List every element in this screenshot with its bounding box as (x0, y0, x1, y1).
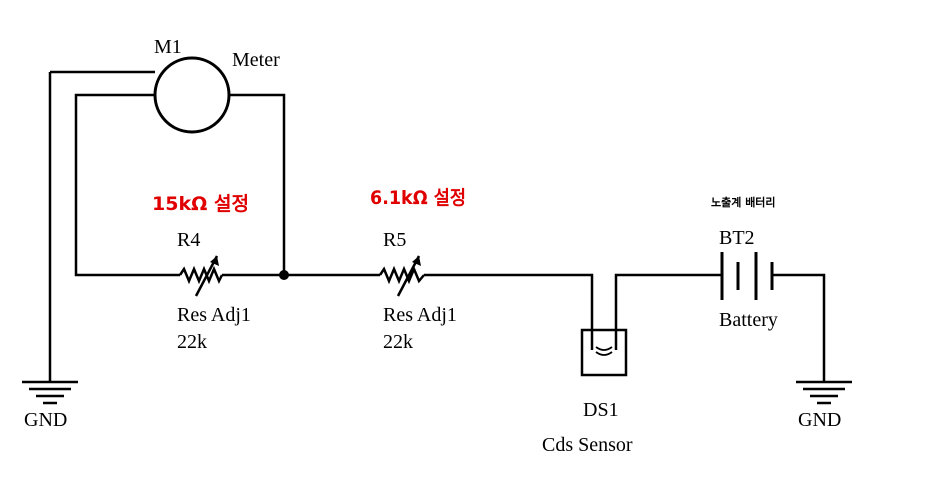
r5-resistor-symbol (378, 255, 425, 297)
meter-label: Meter (232, 49, 280, 71)
cds-sensor-label: Cds Sensor (542, 434, 633, 456)
battery-note: 노출계 배터리 (711, 195, 776, 209)
r4-resistor-symbol (178, 255, 224, 297)
m1-ref-label: M1 (154, 36, 182, 58)
wire-r5-to-cds (424, 273, 594, 330)
junction-dot (279, 270, 289, 280)
ds1-ref-label: DS1 (583, 399, 619, 421)
wire-cds-to-battery (614, 273, 722, 330)
ground-symbol-right (796, 380, 852, 405)
bt2-ref-label: BT2 (719, 227, 755, 249)
wire-battery-to-ground (772, 273, 826, 382)
meter-symbol (153, 56, 231, 134)
r4-type-label: Res Adj1 (177, 304, 251, 326)
wire-meter-right-loop (229, 93, 286, 275)
r5-ref-label: R5 (383, 229, 406, 251)
ground-symbol-left (22, 380, 78, 405)
battery-symbol (720, 252, 774, 300)
battery-label: Battery (719, 309, 778, 331)
r4-setting-note: 15kΩ 설정 (152, 193, 249, 215)
wire-meter-left-loop (74, 93, 180, 277)
r5-setting-note: 6.1kΩ 설정 (370, 187, 466, 209)
gnd-label-right: GND (798, 409, 841, 431)
r4-value-label: 22k (177, 331, 207, 353)
cds-sensor-symbol (580, 328, 628, 377)
r4-ref-label: R4 (177, 229, 200, 251)
r5-type-label: Res Adj1 (383, 304, 457, 326)
r5-value-label: 22k (383, 331, 413, 353)
gnd-label-left: GND (24, 409, 67, 431)
